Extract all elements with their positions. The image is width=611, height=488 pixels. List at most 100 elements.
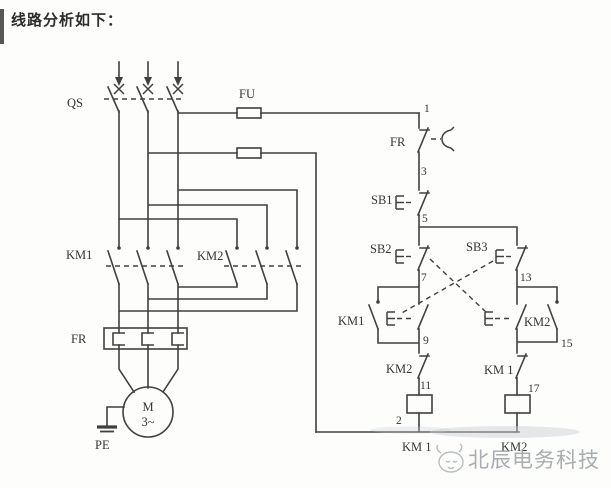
contact-dot xyxy=(295,246,299,250)
wire-number-2: 2 xyxy=(396,415,402,427)
watermark-logo-icon xyxy=(436,443,464,473)
phase-arrow-icon xyxy=(115,77,123,86)
sb2-label: SB2 xyxy=(370,242,392,256)
wire-number-5: 5 xyxy=(422,213,428,225)
km2-latch-contact: KM2 xyxy=(524,300,559,331)
km1-main-label: KM1 xyxy=(66,248,92,262)
pe-ground: PE xyxy=(95,425,117,452)
km2-main-blades xyxy=(224,249,299,286)
km2-latch-blade xyxy=(546,303,559,331)
sb2-contact-blade xyxy=(416,244,430,272)
sb1-contact-blade xyxy=(416,189,430,217)
fr-heater-elements xyxy=(112,332,184,346)
km2-latch-label: KM2 xyxy=(524,315,550,329)
button-cross-linkage-dashes xyxy=(399,258,494,315)
logo-ears xyxy=(436,443,463,454)
wire-numbers: 1 3 5 7 13 9 15 11 17 2 xyxy=(396,103,573,427)
logo-face-lines xyxy=(445,460,458,470)
motor-phase-label: 3~ xyxy=(141,415,154,429)
km1-main-blades xyxy=(106,249,180,286)
fr-control-label: FR xyxy=(390,135,406,149)
phase-arrow-icon xyxy=(144,77,152,86)
fr-main-label: FR xyxy=(71,332,87,346)
fr-contact-blade xyxy=(416,126,430,154)
watermark: 北辰电务科技 xyxy=(370,426,600,473)
fr-heater: FR xyxy=(71,327,188,350)
km2-coil-label: KM2 xyxy=(501,440,527,454)
km2-main-label: KM2 xyxy=(197,249,223,263)
motor-circle xyxy=(122,386,174,438)
km1-latch-blade xyxy=(367,303,380,331)
fr-trip-hook-icon xyxy=(441,126,455,152)
wire-number-13: 13 xyxy=(520,272,532,284)
km1-coil: KM 1 xyxy=(402,394,433,454)
km1-interlock-contact: KM 1 xyxy=(484,352,528,380)
sb1-actuator-icon xyxy=(395,195,404,210)
motor-m-label: M xyxy=(142,400,153,414)
fr-nc-contact: FR xyxy=(390,126,455,154)
km2-interlock-contact: KM2 xyxy=(386,352,430,380)
wire-number-9: 9 xyxy=(423,335,429,347)
pe-label: PE xyxy=(95,438,110,452)
km2-main-contacts: KM2 xyxy=(197,246,302,286)
sb2-no-contact xyxy=(484,303,528,331)
sb3-label: SB3 xyxy=(466,240,488,254)
km2-coil: KM2 xyxy=(501,394,531,454)
contact-dot xyxy=(376,300,380,304)
fu-label: FU xyxy=(239,87,255,101)
sb2-actuator-icon xyxy=(395,249,404,264)
watermark-text: 北辰电务科技 xyxy=(468,449,600,472)
watermark-smudge xyxy=(370,426,450,434)
km1-latch-label: KM1 xyxy=(338,314,364,328)
sb1-button: SB1 xyxy=(371,189,430,217)
sb2-button-nc: SB2 xyxy=(370,242,430,272)
fuse-group: FU xyxy=(236,87,262,159)
scan-artifact xyxy=(0,9,4,44)
control-circuit: FR SB1 SB2 SB3 xyxy=(315,103,573,454)
wire-number-15: 15 xyxy=(561,338,573,350)
no-actuator-icon xyxy=(484,311,493,326)
wire-number-11: 11 xyxy=(420,380,431,392)
contact-dot xyxy=(146,246,150,250)
phase-arrow-icon xyxy=(174,77,182,86)
km1-latch-contact: KM1 xyxy=(338,300,380,331)
km1-coil-box xyxy=(406,394,433,414)
qs-switch: QS xyxy=(67,77,184,114)
no-contact-blade xyxy=(514,303,528,331)
power-wires xyxy=(106,61,420,433)
watermark-smudge xyxy=(430,426,580,438)
km2-coil-box xyxy=(504,394,531,414)
sb1-label: SB1 xyxy=(371,193,393,207)
no-contact-blade xyxy=(416,303,430,331)
km1-main-contacts: KM1 xyxy=(66,246,184,286)
sb3-button-nc: SB3 xyxy=(466,240,528,272)
contact-dot xyxy=(555,300,559,304)
fuse-fu1 xyxy=(236,107,262,119)
km2-interlock-label: KM2 xyxy=(386,362,412,376)
no-actuator-icon xyxy=(386,311,395,326)
power-circuit: QS FU KM1 KM2 xyxy=(66,61,420,452)
contact-dot xyxy=(117,246,121,250)
wire-number-1: 1 xyxy=(424,103,430,115)
sb3-contact-blade xyxy=(514,244,528,272)
wire-number-7: 7 xyxy=(421,272,427,284)
km1-interlock-blade xyxy=(514,352,528,380)
fr-heater-box xyxy=(103,327,188,350)
contact-dot xyxy=(176,246,180,250)
fuse-fu2 xyxy=(236,147,262,159)
km2-interlock-blade xyxy=(416,352,430,380)
qs-contact-x-marks xyxy=(113,83,184,95)
contact-dot xyxy=(235,246,239,250)
page-title: 线路分析如下： xyxy=(11,11,123,29)
control-wires xyxy=(315,112,558,433)
qs-label: QS xyxy=(67,96,83,110)
contact-dot xyxy=(265,246,269,250)
sb3-actuator-icon xyxy=(495,249,504,264)
wire-number-17: 17 xyxy=(528,383,540,395)
km1-coil-label: KM 1 xyxy=(402,440,432,454)
wire-number-3: 3 xyxy=(421,166,427,178)
logo-face xyxy=(438,451,464,473)
motor: M 3~ xyxy=(122,386,174,438)
